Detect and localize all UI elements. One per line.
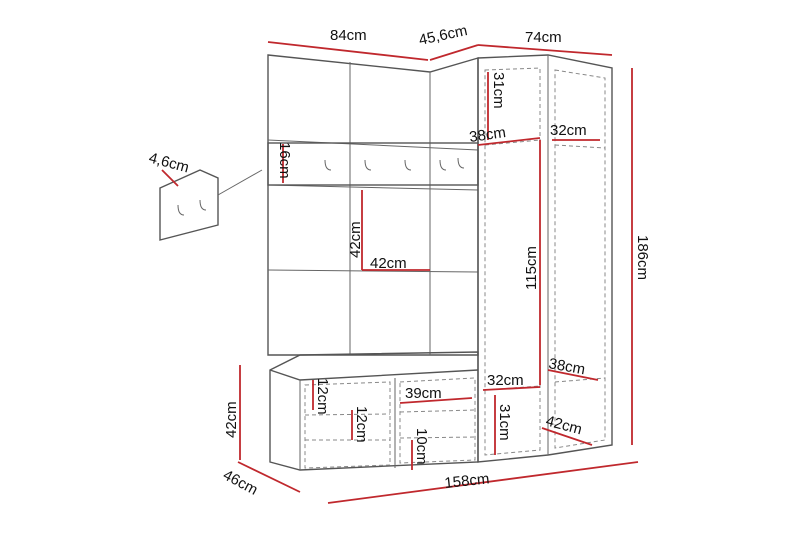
dimension-labels: 84cm 45,6cm 74cm 4,6cm 16cm 31cm 38cm 32… bbox=[147, 22, 651, 499]
dimension-lines bbox=[237, 41, 639, 504]
label-width-right: 74cm bbox=[525, 29, 562, 46]
label-bench-depth: 46cm bbox=[220, 467, 260, 499]
label-drawer-width: 39cm bbox=[405, 385, 442, 402]
label-bottom-shelf-height: 31cm bbox=[496, 404, 513, 441]
label-bench-height: 42cm bbox=[223, 401, 240, 438]
label-right-depth-top: 32cm bbox=[550, 122, 587, 139]
bench bbox=[269, 351, 479, 471]
coat-hooks bbox=[324, 157, 465, 171]
label-right-depth-bottom: 42cm bbox=[544, 412, 584, 438]
label-right-depth-mid: 38cm bbox=[547, 355, 586, 378]
label-bench-shelf-a: 12cm bbox=[314, 378, 331, 415]
label-width-corner: 45,6cm bbox=[417, 22, 469, 49]
label-panel-height: 42cm bbox=[347, 221, 364, 258]
label-hook-depth: 4,6cm bbox=[147, 149, 191, 176]
label-total-height: 186cm bbox=[634, 235, 651, 280]
label-hook-height: 16cm bbox=[276, 142, 293, 179]
label-panel-width: 42cm bbox=[370, 255, 407, 272]
label-wardrobe-height: 115cm bbox=[523, 246, 540, 290]
label-total-width: 158cm bbox=[444, 470, 491, 492]
wall-panels bbox=[267, 54, 479, 356]
label-bench-shelf-b: 12cm bbox=[353, 406, 370, 443]
label-corner-depth: 38cm bbox=[468, 124, 507, 146]
label-middle-depth: 32cm bbox=[487, 372, 524, 389]
hook-board bbox=[159, 169, 263, 241]
label-drawer-height: 10cm bbox=[413, 428, 430, 465]
label-width-left: 84cm bbox=[330, 27, 367, 44]
label-top-shelf-height: 31cm bbox=[490, 72, 507, 109]
wardrobe bbox=[477, 54, 613, 463]
